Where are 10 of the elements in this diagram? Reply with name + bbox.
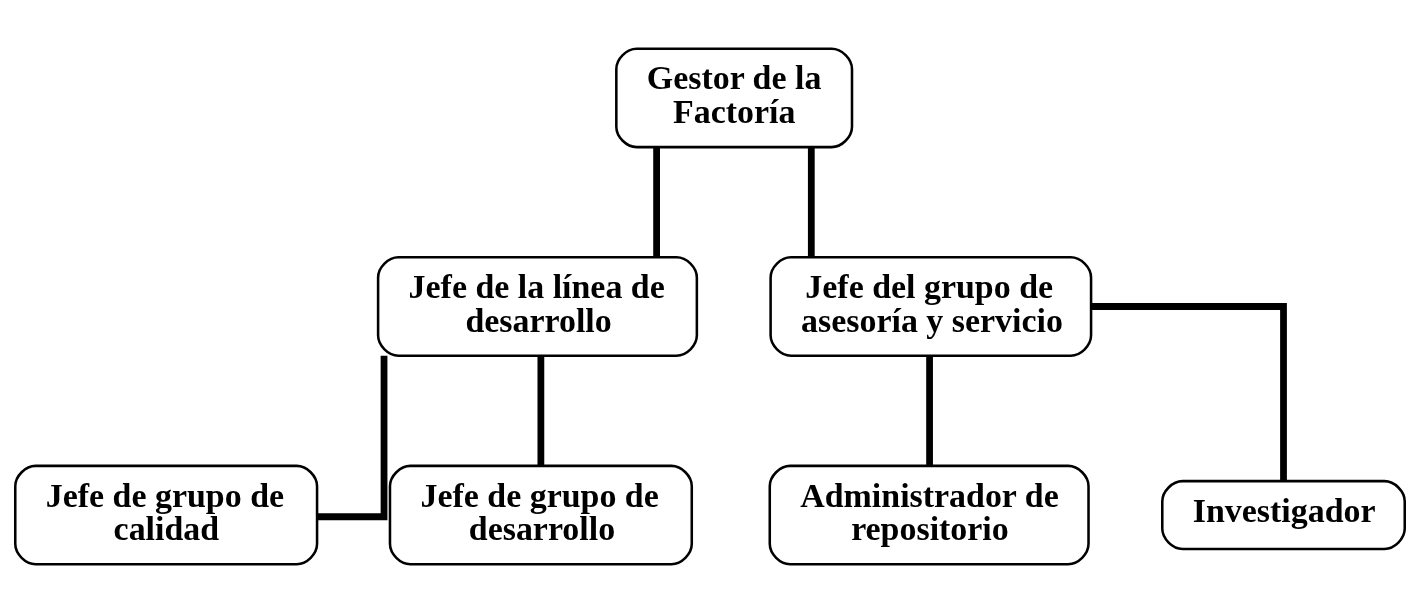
- node-box: Jefe de la línea de desarrollo: [376, 255, 699, 357]
- node-box: Jefe del grupo de asesoría y servicio: [769, 255, 1093, 357]
- connector: [653, 146, 660, 257]
- node-box: Investigador: [1161, 479, 1406, 550]
- connector: [1091, 302, 1287, 481]
- node-box: Jefe de grupo de calidad: [14, 464, 319, 565]
- node-box: Gestor de la Factoría: [615, 47, 854, 148]
- connector: [807, 146, 815, 257]
- node-box: Jefe de grupo de desarrollo: [388, 464, 694, 565]
- node-box: Administrador de repositorio: [768, 464, 1090, 565]
